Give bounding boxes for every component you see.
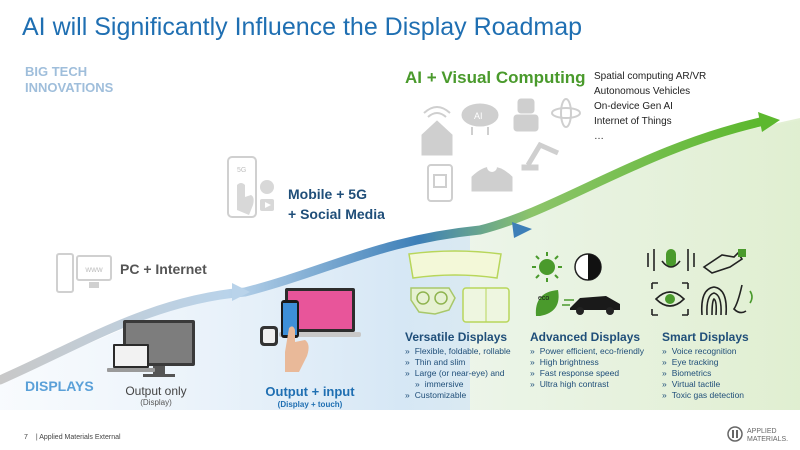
monitor-laptop-icon	[107, 320, 195, 377]
list-item: Thin and slim	[405, 357, 511, 368]
voice-recognition-icon	[647, 249, 695, 271]
footer-text: | Applied Materials External	[35, 434, 121, 441]
desktop-computer-icon: www	[56, 253, 112, 293]
svg-text:AI: AI	[474, 111, 483, 121]
smart-displays-bullets: Voice recognition Eye tracking Biometric…	[662, 346, 744, 401]
output-input-sublabel: (Display + touch)	[277, 400, 343, 409]
curved-display-icon	[408, 250, 502, 279]
smart-displays-icons	[647, 249, 753, 316]
list-item: Flexible, foldable, rollable	[405, 346, 511, 357]
list-item: Virtual tactile	[662, 379, 744, 390]
page-title: AI will Significantly Influence the Disp…	[22, 13, 582, 41]
list-item: Autonomous Vehicles	[594, 86, 691, 97]
atom-icon	[551, 107, 581, 119]
list-item: Customizable	[405, 390, 511, 401]
nose-gas-detection-icon	[732, 284, 753, 314]
svg-text:eco: eco	[538, 295, 549, 302]
mobile-touch-icon: 5G	[227, 156, 274, 218]
arrow-head-ai	[758, 112, 780, 132]
list-item: Large (or near-eye) and	[405, 368, 511, 379]
advanced-displays-icons: eco	[532, 252, 620, 316]
versatile-displays-title: Versatile Displays	[405, 330, 508, 344]
robot-icon	[517, 98, 535, 114]
era-mobile-line2: + Social Media	[288, 206, 385, 222]
displays-label: DISPLAYS	[25, 378, 94, 394]
list-item: Fast response speed	[530, 368, 644, 379]
svg-text:www: www	[84, 265, 103, 274]
era-mobile-line1: Mobile + 5G	[288, 186, 367, 202]
list-item: On-device Gen AI	[594, 101, 673, 112]
list-item: Eye tracking	[662, 357, 744, 368]
fast-car-icon	[562, 296, 620, 315]
list-item: Biometrics	[662, 368, 744, 379]
versatile-displays-icons	[408, 250, 510, 323]
output-input-label: Output + input	[265, 384, 355, 399]
autonomous-vehicle-icon	[471, 166, 513, 192]
list-item: Ultra high contrast	[530, 379, 644, 390]
vr-headset-icon	[410, 287, 456, 315]
ai-icon-cluster: AI	[421, 98, 581, 202]
advanced-displays-bullets: Power efficient, eco-friendly High brigh…	[530, 346, 644, 390]
list-item: Internet of Things	[594, 116, 672, 127]
output-only-sublabel: (Display)	[140, 398, 172, 407]
list-item: Toxic gas detection	[662, 390, 744, 401]
page-number: 7	[24, 434, 28, 441]
sun-icon	[532, 252, 562, 282]
advanced-displays-title: Advanced Displays	[530, 330, 641, 344]
robot-arm-icon	[525, 141, 560, 167]
list-item: …	[594, 131, 604, 142]
eye-tracking-icon	[651, 282, 689, 316]
footer: 7 | Applied Materials External	[24, 434, 121, 441]
ai-application-list: Spatial computing AR/VR Autonomous Vehic…	[594, 69, 706, 144]
list-item: Power efficient, eco-friendly	[530, 346, 644, 357]
applied-materials-logo: APPLIED MATERIALS.	[747, 428, 789, 443]
contrast-icon	[574, 253, 602, 281]
era-ai-visual-computing: AI + Visual Computing	[405, 68, 586, 87]
list-item: Voice recognition	[662, 346, 744, 357]
big-tech-label: BIG TECH INNOVATIONS	[25, 64, 114, 95]
list-item: Spatial computing AR/VR	[594, 71, 707, 82]
list-item: High brightness	[530, 357, 644, 368]
fingerprint-icon	[700, 286, 728, 316]
era-pc-internet: PC + Internet	[120, 261, 207, 277]
applied-materials-logo-icon	[727, 426, 743, 442]
eco-leaf-icon: eco	[535, 290, 559, 316]
list-item-continued: immersive	[405, 379, 511, 390]
output-only-label: Output only	[125, 384, 187, 398]
ai-cloud-icon	[461, 103, 499, 127]
chip-device-icon	[427, 164, 453, 202]
versatile-displays-bullets: Flexible, foldable, rollable Thin and sl…	[405, 346, 511, 401]
arrow-head-pc	[232, 283, 250, 301]
touch-devices-icon	[260, 288, 361, 372]
svg-text:5G: 5G	[237, 167, 246, 174]
smart-home-icon	[421, 120, 453, 156]
smart-displays-title: Smart Displays	[662, 330, 749, 344]
arrow-head-mobile	[512, 222, 532, 238]
virtual-tactile-icon	[702, 249, 746, 274]
